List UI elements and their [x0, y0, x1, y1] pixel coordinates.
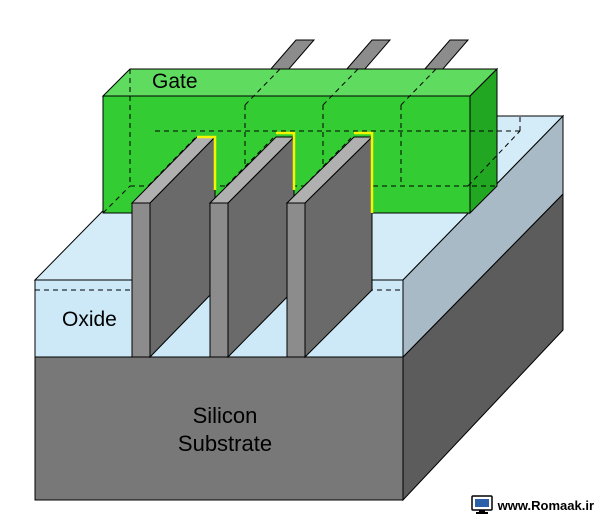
oxide-front-dividers: [149, 290, 306, 357]
fin-1-channel: [197, 135, 217, 190]
fin-1: [130, 135, 217, 359]
fin-2-front: [209, 202, 229, 358]
fin-3-channel: [354, 131, 374, 213]
oxide-label: Oxide: [62, 308, 117, 331]
rear-fin-ends: [268, 39, 470, 71]
watermark: www.Romaak.ir: [470, 494, 594, 516]
oxide-side-face: [402, 114, 564, 359]
fin-3-front: [286, 202, 306, 358]
fin-2: [208, 131, 296, 359]
silicon-substrate-label: Silicon Substrate: [160, 402, 290, 458]
substrate-label-line2: Substrate: [177, 431, 273, 456]
fin-3: [285, 131, 374, 359]
rear-fin-2: [344, 39, 392, 71]
gate-label: Gate: [152, 70, 198, 93]
rear-fin-1: [268, 39, 316, 71]
substrate-label-line1: Silicon: [192, 403, 258, 428]
silicon-substrate: [34, 192, 564, 502]
fin-1-front: [131, 202, 151, 358]
rear-fin-3: [422, 39, 470, 71]
computer-monitor-icon: [470, 495, 493, 514]
fin-2-channel: [276, 131, 296, 190]
watermark-text: www.Romaak.ir: [497, 497, 594, 513]
